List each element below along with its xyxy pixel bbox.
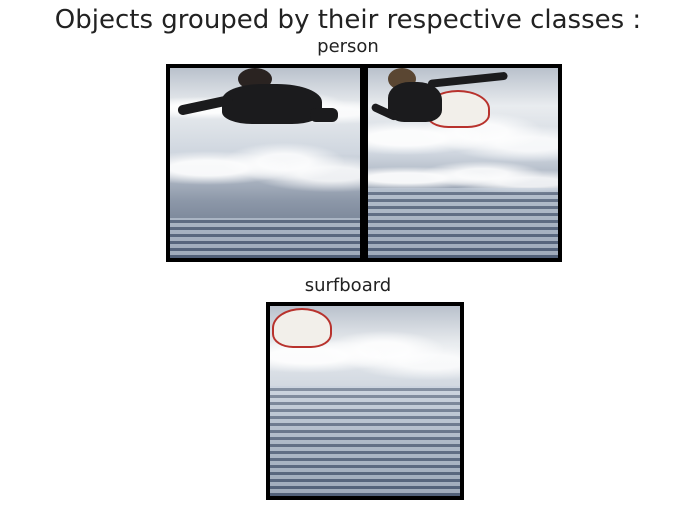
person-crop-2-photo	[368, 68, 558, 258]
group-person	[166, 64, 562, 262]
group-label-surfboard: surfboard	[304, 275, 392, 296]
group-label-person: person	[317, 36, 379, 57]
group-surfboard	[266, 302, 464, 500]
figure-title: Objects grouped by their respective clas…	[54, 5, 642, 35]
person-crop-1-photo	[170, 68, 360, 258]
surfboard-crop-photo	[270, 306, 460, 496]
